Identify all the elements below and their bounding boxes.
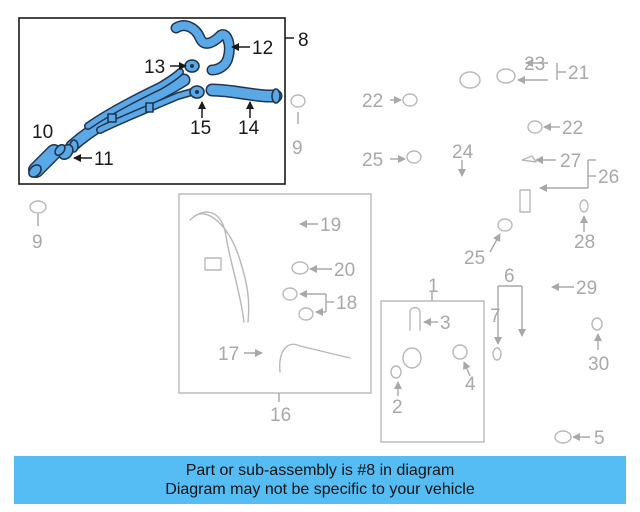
- callout-1: 1: [428, 276, 439, 297]
- group-8-box[interactable]: [18, 17, 294, 185]
- callout-9-upper: 9: [292, 138, 303, 159]
- part-5-clamp[interactable]: [554, 430, 572, 444]
- callout-22-right: 22: [562, 118, 583, 139]
- part-18-clamps[interactable]: [282, 287, 314, 321]
- part-8-pipe-assembly[interactable]: [65, 68, 196, 153]
- callout-10: 10: [32, 122, 53, 143]
- group-1-box[interactable]: [380, 292, 485, 443]
- callout-7: 7: [490, 306, 501, 327]
- part-22-clamp-left[interactable]: [402, 93, 418, 107]
- part-19-hose[interactable]: [267, 200, 302, 260]
- callout-12: 12: [252, 38, 273, 59]
- callout-16: 16: [270, 405, 291, 426]
- part-25-clamp-upper[interactable]: [406, 150, 422, 164]
- part-11-clamp[interactable]: [53, 142, 76, 162]
- part-9-clamp-upper[interactable]: [290, 94, 306, 124]
- callout-2: 2: [392, 397, 403, 418]
- part-3-bracket[interactable]: [409, 306, 421, 331]
- part-13-clamp[interactable]: [184, 59, 200, 73]
- part-20-clamp[interactable]: [291, 261, 309, 275]
- part-22-clamp-right[interactable]: [527, 120, 543, 134]
- callout-9-lower: 9: [32, 232, 43, 253]
- part-26-pipe[interactable]: [519, 180, 576, 213]
- callout-26: 26: [598, 167, 619, 188]
- part-28-o-ring[interactable]: [579, 199, 589, 213]
- callout-30: 30: [588, 354, 609, 375]
- callout-21: 21: [568, 63, 589, 84]
- part-23-hose[interactable]: [455, 44, 533, 129]
- callout-3: 3: [440, 313, 451, 334]
- part-1-housing[interactable]: [399, 347, 467, 426]
- callout-28: 28: [574, 232, 595, 253]
- group-16-box[interactable]: [178, 193, 372, 402]
- banner-line-1: Part or sub-assembly is #8 in diagram: [185, 462, 455, 479]
- part-24-hose[interactable]: [416, 168, 494, 218]
- part-25-clamp-lower[interactable]: [497, 218, 513, 232]
- part-4-cap[interactable]: [452, 344, 468, 360]
- banner-line-2: Diagram may not be specific to your vehi…: [165, 481, 475, 498]
- callout-6: 6: [504, 266, 515, 287]
- callout-22-left: 22: [362, 91, 383, 112]
- callout-14: 14: [238, 118, 260, 139]
- part-16-pipes[interactable]: [189, 211, 250, 323]
- callout-27: 27: [560, 151, 581, 172]
- part-9-clamp-lower[interactable]: [29, 200, 47, 226]
- part-15-clamp[interactable]: [189, 85, 205, 99]
- part-2-o-ring[interactable]: [390, 365, 402, 379]
- callout-25-lower: 25: [464, 248, 485, 269]
- part-17-pipe-assembly[interactable]: [255, 314, 356, 378]
- part-27-clip[interactable]: [521, 155, 537, 163]
- callout-17: 17: [218, 344, 239, 365]
- callout-19: 19: [320, 215, 341, 236]
- info-banner: Part or sub-assembly is #8 in diagram Di…: [14, 456, 626, 504]
- callout-24: 24: [452, 142, 474, 163]
- callout-18: 18: [336, 293, 357, 314]
- part-10-hose[interactable]: [27, 144, 62, 179]
- part-12-hose[interactable]: [170, 20, 235, 76]
- part-6-hose[interactable]: [501, 338, 557, 431]
- callout-20: 20: [334, 260, 355, 281]
- callout-29: 29: [576, 278, 597, 299]
- part-29-hose[interactable]: [508, 232, 584, 326]
- part-14-hose[interactable]: [205, 83, 283, 104]
- callout-23: 23: [524, 54, 545, 75]
- part-30-o-ring[interactable]: [591, 317, 603, 331]
- callout-4: 4: [465, 374, 476, 395]
- callout-8: 8: [298, 30, 309, 51]
- callout-5: 5: [594, 428, 605, 449]
- callout-13: 13: [144, 57, 165, 78]
- callout-25-upper: 25: [362, 150, 383, 171]
- callout-15: 15: [190, 118, 211, 139]
- part-7-o-ring[interactable]: [492, 347, 502, 361]
- callout-11: 11: [94, 149, 114, 170]
